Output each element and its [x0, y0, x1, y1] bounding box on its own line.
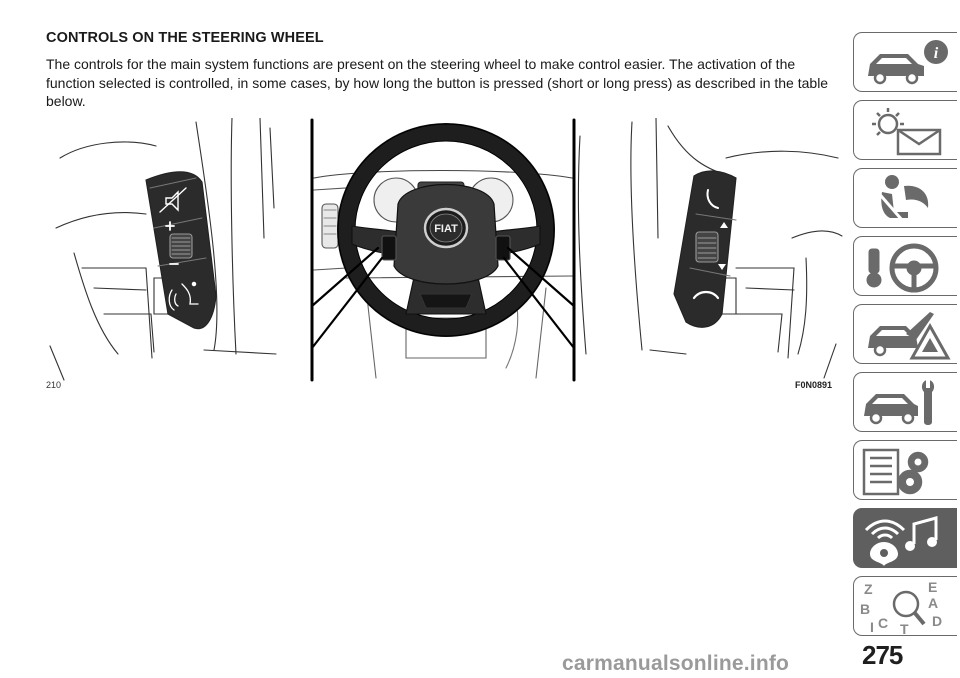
arrow-down-icon — [718, 264, 726, 270]
tab-technical-data[interactable] — [853, 440, 957, 500]
steering-wheel: FIAT — [337, 123, 555, 337]
tab-multimedia[interactable] — [853, 508, 957, 568]
emergency-triangle-icon — [868, 312, 951, 360]
tab-maintenance[interactable] — [853, 372, 957, 432]
tab-warning-lights[interactable] — [853, 100, 957, 160]
seat-airbag-icon — [874, 175, 929, 221]
figure-number: 210 — [46, 380, 62, 390]
index-letter-i: I — [870, 619, 874, 634]
page-number: 275 — [862, 640, 903, 670]
section-body-text: The controls for the main system functio… — [46, 56, 829, 109]
tab-safety[interactable] — [853, 168, 957, 228]
car-info-icon: i — [868, 40, 948, 85]
multimedia-icon — [864, 516, 938, 566]
section-heading: CONTROLS ON THE STEERING WHEEL — [46, 30, 324, 46]
svg-text:i: i — [934, 45, 939, 62]
warning-light-message-icon — [872, 108, 942, 156]
figure-code: F0N0891 — [795, 380, 833, 390]
right-control-pad — [673, 170, 737, 328]
index-letter-d: D — [932, 613, 942, 629]
arrow-up-icon — [720, 222, 728, 228]
tab-index[interactable]: Z E B A C D T I — [853, 576, 957, 636]
steering-wheel-key-icon — [866, 243, 939, 293]
technical-data-gears-icon — [862, 448, 929, 496]
index-letter-b: B — [860, 601, 870, 617]
tab-car-info[interactable]: i — [853, 32, 957, 92]
index-search-icon: Z E B A C D T I — [860, 580, 942, 634]
index-letter-z: Z — [864, 581, 873, 597]
fiat-logo: FIAT — [434, 223, 458, 235]
plus-icon — [165, 221, 175, 231]
tab-emergency[interactable] — [853, 304, 957, 364]
phone-answer-icon — [706, 189, 719, 209]
watermark: carmanualsonline.info — [562, 652, 790, 675]
index-letter-c: C — [878, 615, 888, 631]
index-letter-e: E — [928, 580, 937, 595]
index-letter-a: A — [928, 595, 938, 611]
car-service-wrench-icon — [864, 380, 935, 425]
left-control-pad — [145, 171, 217, 330]
tab-starting-driving[interactable] — [853, 236, 957, 296]
steering-wheel-illustration: FIAT — [46, 117, 846, 388]
scroll-roller — [695, 231, 719, 263]
phone-hangup-icon — [692, 290, 720, 300]
index-letter-t: T — [900, 621, 909, 634]
mute-icon — [159, 187, 187, 213]
voice-command-icon — [168, 281, 199, 311]
